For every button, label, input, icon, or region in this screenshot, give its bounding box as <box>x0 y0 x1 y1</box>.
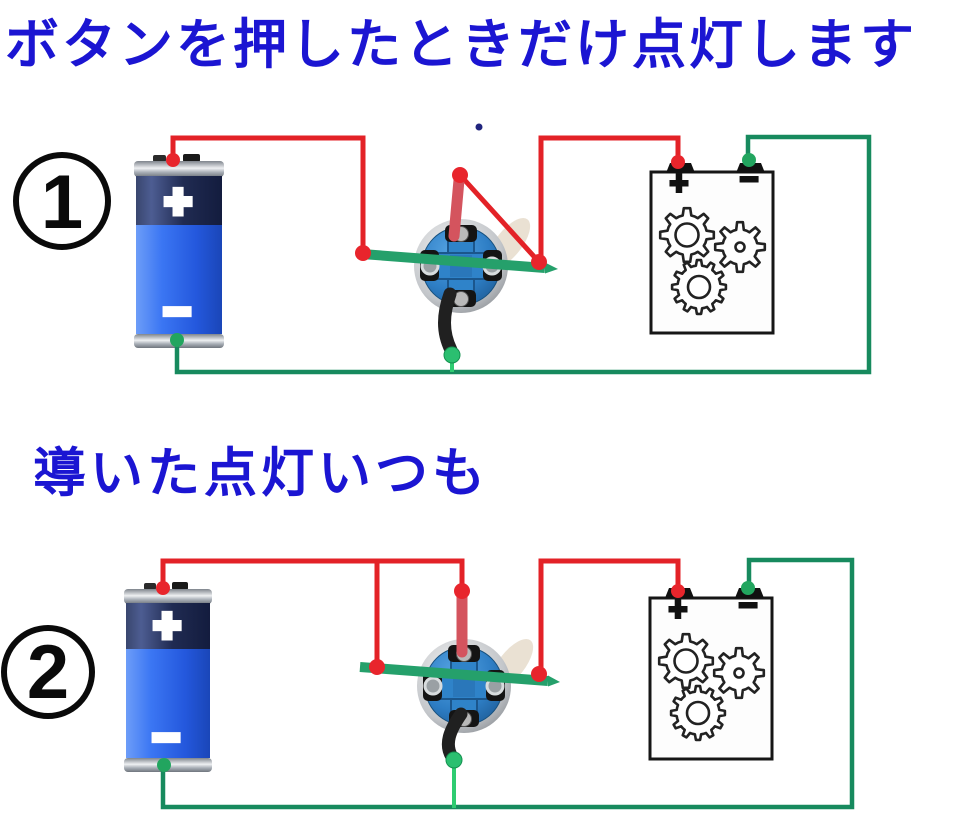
red-wire-battery-to-switch <box>170 135 366 253</box>
battery-positive-label: + <box>165 175 192 227</box>
stray-dot <box>475 123 483 131</box>
green-jumper-wire-tip <box>545 262 558 274</box>
battery-top-nub <box>144 583 156 590</box>
gear-hole <box>733 667 745 679</box>
red-wire-switch-to-device <box>538 135 681 261</box>
battery-top-cap <box>124 589 212 604</box>
junction-dot-green <box>741 581 755 595</box>
gearbox-device-icon: + − <box>648 586 774 761</box>
gear-hole <box>686 274 712 300</box>
junction-dot-green <box>157 758 171 772</box>
battery-negative-label: − <box>164 285 191 337</box>
red-wire-stub <box>448 174 465 242</box>
junction-dot-red <box>671 155 685 169</box>
junction-dot-red <box>369 659 385 675</box>
battery-top-nub <box>183 154 200 162</box>
device-negative-terminal <box>736 163 765 173</box>
green-jumper-wire <box>361 249 546 273</box>
junction-dot-red <box>531 666 547 682</box>
step-1-badge <box>13 152 111 250</box>
device-positive-label: + <box>669 591 688 627</box>
black-wire-stub <box>438 287 458 357</box>
green-jumper-wire <box>359 662 549 686</box>
battery-positive-section <box>136 176 222 225</box>
junction-dot-red <box>452 167 468 183</box>
battery-top-cap <box>134 161 224 177</box>
junction-dot-red <box>355 245 371 261</box>
section2-title: 導いた点灯いつも <box>33 444 489 503</box>
gear-hole <box>674 222 700 248</box>
red-wire-diagonal <box>458 173 541 264</box>
battery-positive-section <box>126 603 210 649</box>
junction-dot-green <box>170 333 184 347</box>
battery-negative-label: − <box>153 711 180 763</box>
section1-title: ボタンを押したときだけ点灯します <box>5 15 917 75</box>
battery-top-nub <box>153 155 166 162</box>
step-1-number: 1 <box>41 160 83 245</box>
junction-dot-red <box>156 581 170 595</box>
junction-dot-red <box>166 153 180 167</box>
battery-positive-label: + <box>154 599 181 651</box>
battery-top-nub <box>172 582 188 590</box>
battery-negative-section <box>136 225 222 334</box>
switch-eyelet <box>423 676 443 696</box>
green-wire-device-to-battery <box>160 557 855 810</box>
red-wire-switch-to-device <box>538 558 681 673</box>
green-wire-device-to-battery <box>174 134 872 375</box>
gearbox-device-icon: + − <box>649 160 775 335</box>
junction-dot-red <box>671 584 685 598</box>
battery-icon: + − <box>134 154 224 348</box>
green-jumper-wire-tip <box>548 675 560 687</box>
gear-hole <box>734 241 746 253</box>
battery-icon: + − <box>124 582 212 772</box>
switch-center-plate <box>453 675 475 697</box>
junction-dot-green <box>443 346 461 364</box>
black-wire-stub <box>441 707 468 764</box>
junction-dot-green <box>742 153 756 167</box>
device-negative-label: − <box>739 587 758 623</box>
device-negative-label: − <box>740 161 759 197</box>
junction-dot-green <box>445 751 463 769</box>
junction-dot-red <box>454 583 470 599</box>
battery-negative-section <box>126 649 210 758</box>
device-positive-label: + <box>670 165 689 201</box>
circuit-1: 1 + − + − <box>13 123 872 375</box>
gear-hole <box>673 648 699 674</box>
red-wire-battery-to-switch <box>160 558 465 591</box>
circuit-2: 2 + − + − <box>1 557 855 810</box>
step-2-number: 2 <box>27 630 69 715</box>
gear-hole <box>685 700 711 726</box>
junction-dot-red <box>531 254 547 270</box>
step-2-badge <box>1 625 95 719</box>
